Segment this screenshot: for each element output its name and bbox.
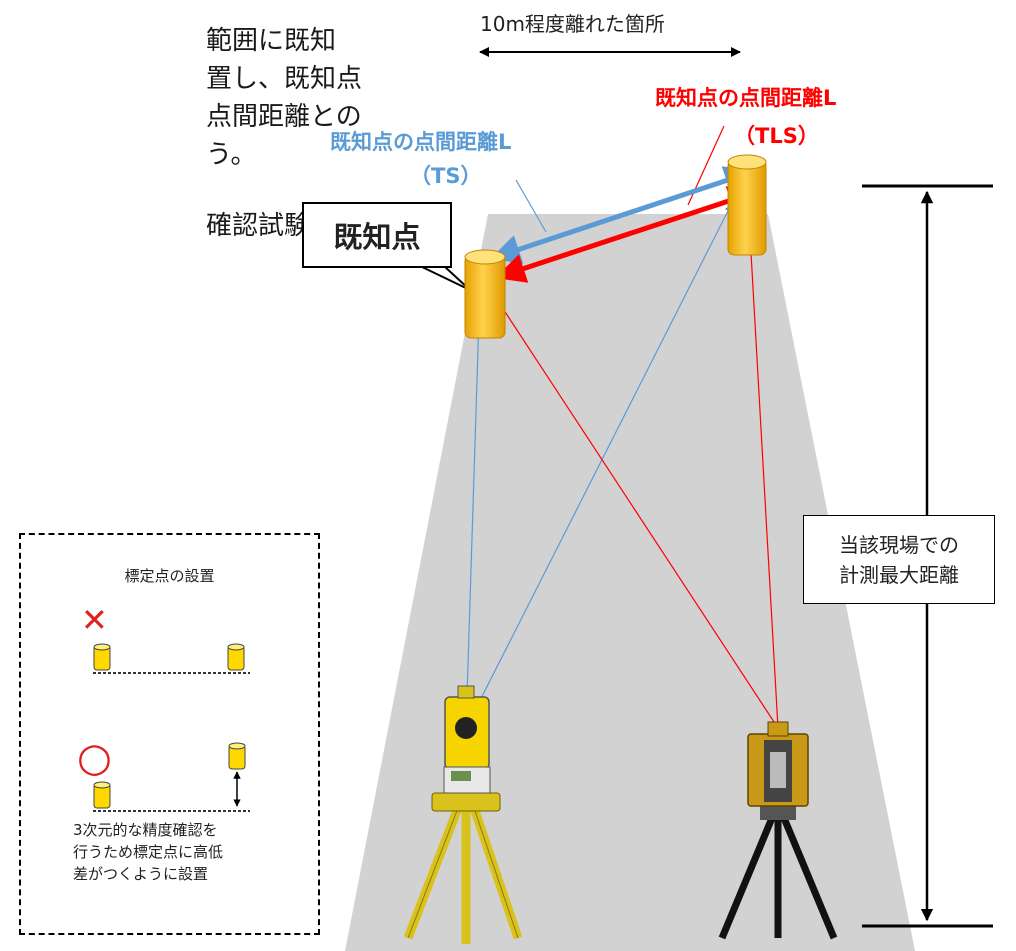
known-point-callout-pointer (419, 265, 471, 291)
inset-caption-line-2: 行うため標定点に高低 (73, 843, 224, 861)
inset-caption-line-1: 3次元的な精度確認を (73, 821, 218, 839)
tls-distance-arrow (495, 186, 759, 283)
target-near (464, 249, 506, 339)
good-example-mark: ○ (77, 735, 112, 781)
inset-good-example (93, 742, 250, 812)
inset-bad-example (93, 643, 250, 674)
laser-scanner-icon (718, 721, 838, 940)
top-span-label: 10m程度離れた箇所 (480, 12, 665, 36)
total-station-icon (403, 685, 523, 944)
ts-label-sub: （TS） (410, 164, 482, 188)
known-point-label: 既知点 (333, 220, 421, 254)
control-point-setup-inset: 標定点の設置 ✕ ○ 3次元的な精度確認を 行うため標定点に高低 差がつくように… (19, 533, 320, 935)
target-far (727, 154, 767, 256)
max-range-line-1: 当該現場での (839, 532, 959, 557)
tls-label-sub: （TLS） (734, 124, 819, 148)
bad-example-mark: ✕ (81, 601, 108, 639)
known-point-callout: 既知点 (302, 202, 452, 268)
inset-caption: 3次元的な精度確認を 行うため標定点に高低 差がつくように設置 (73, 819, 223, 885)
sight-lines (465, 199, 779, 729)
intro-line-2: 置し、既知点 (206, 64, 363, 94)
max-range-line-2: 計測最大距離 (839, 562, 959, 587)
inset-title: 標定点の設置 (124, 567, 215, 585)
inset-caption-line-3: 差がつくように設置 (73, 865, 209, 883)
intro-line-1: 範囲に既知 (206, 26, 337, 56)
tls-label-title: 既知点の点間距離L (655, 86, 837, 110)
intro-line-4: う。 (206, 140, 257, 170)
intro-line-3: 点間距離との (206, 102, 362, 132)
ts-label-title: 既知点の点間距離L (330, 130, 512, 154)
max-range-label-box: 当該現場での 計測最大距離 (803, 515, 995, 604)
